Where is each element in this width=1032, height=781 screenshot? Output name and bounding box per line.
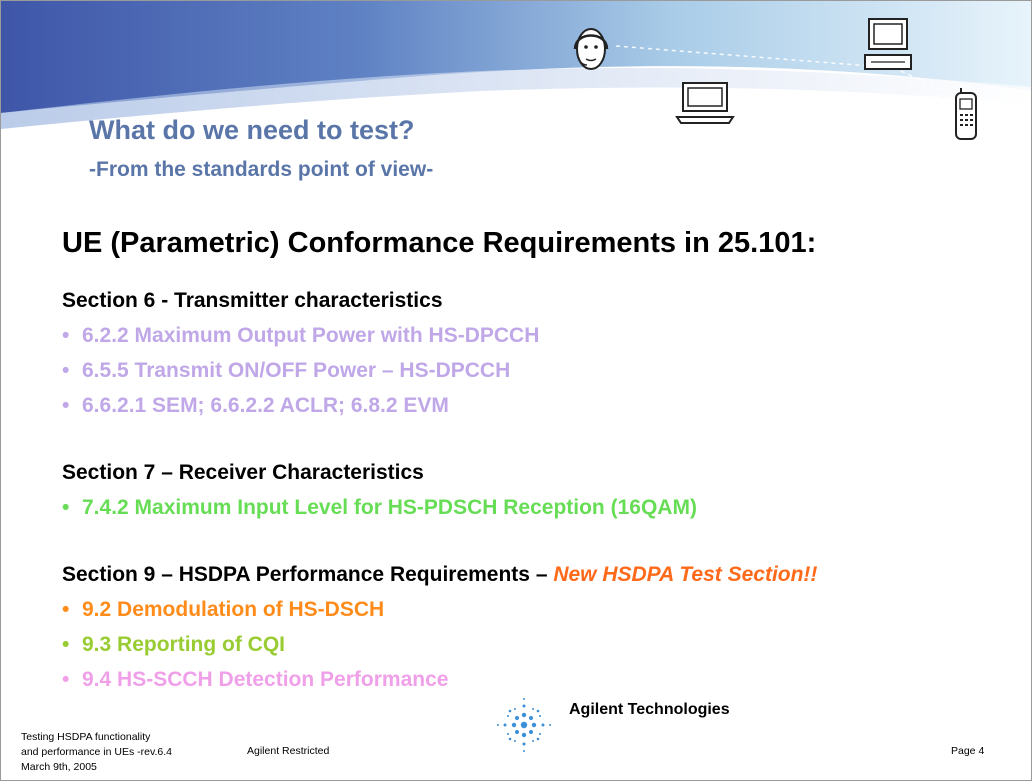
bullet-glyph: • xyxy=(62,633,70,656)
list-item: • 7.4.2 Maximum Input Level for HS-PDSCH … xyxy=(62,496,697,520)
header-banner xyxy=(1,1,1031,129)
list-item: • 6.2.2 Maximum Output Power with HS-DPCC… xyxy=(62,324,539,348)
footer-line: March 9th, 2005 xyxy=(21,761,97,773)
list-item-text: 7.4.2 Maximum Input Level for HS-PDSCH R… xyxy=(82,496,697,519)
bullet-glyph: • xyxy=(62,598,70,621)
section-6-title: Section 6 - Transmitter characteristics xyxy=(62,289,443,312)
bullet-glyph: • xyxy=(62,359,70,382)
list-item: • 6.6.2.1 SEM; 6.6.2.2 ACLR; 6.8.2 EVM xyxy=(62,394,449,418)
bullet-glyph: • xyxy=(62,394,70,417)
laptop-icon xyxy=(675,82,735,124)
list-item-text: 9.3 Reporting of CQI xyxy=(82,633,286,656)
footer-line: and performance in UEs -rev.6.4 xyxy=(21,746,172,758)
footer-restricted-label: Agilent Restricted xyxy=(247,745,330,757)
bullet-glyph: • xyxy=(62,324,70,347)
section-7-title: Section 7 – Receiver Characteristics xyxy=(62,461,424,484)
list-item: • 9.2 Demodulation of HS-DSCH xyxy=(62,598,384,622)
new-section-highlight: New HSDPA Test Section!! xyxy=(553,563,818,586)
bullet-glyph: • xyxy=(62,496,70,519)
desktop-computer-icon xyxy=(864,18,912,70)
list-item-text: 9.4 HS-SCCH Detection Performance xyxy=(82,668,449,691)
brand-name: Agilent Technologies xyxy=(569,701,730,718)
list-item-text: 9.2 Demodulation of HS-DSCH xyxy=(82,598,385,621)
list-item-text: 6.5.5 Transmit ON/OFF Power – HS-DPCCH xyxy=(82,359,511,382)
agilent-spark-logo-icon xyxy=(497,698,551,752)
list-item-text: 6.2.2 Maximum Output Power with HS-DPCCH xyxy=(82,324,540,347)
footer-line: Testing HSDPA functionality xyxy=(21,731,151,743)
person-headset-icon xyxy=(573,28,609,70)
list-item: • 6.5.5 Transmit ON/OFF Power – HS-DPCCH xyxy=(62,359,510,383)
page-number: Page 4 xyxy=(951,745,985,757)
mobile-phone-icon xyxy=(955,88,977,140)
slide-subtitle: -From the standards point of view- xyxy=(89,158,434,181)
section-9-title-text: Section 9 – HSDPA Performance Requiremen… xyxy=(62,563,554,586)
list-item: • 9.4 HS-SCCH Detection Performance xyxy=(62,668,448,692)
section-9-title: Section 9 – HSDPA Performance Requiremen… xyxy=(62,563,817,587)
bullet-glyph: • xyxy=(62,668,70,691)
list-item-text: 6.6.2.1 SEM; 6.6.2.2 ACLR; 6.8.2 EVM xyxy=(82,394,449,417)
main-heading: UE (Parametric) Conformance Requirements… xyxy=(62,227,817,259)
slide-title: What do we need to test? xyxy=(89,115,415,145)
list-item: • 9.3 Reporting of CQI xyxy=(62,633,285,657)
footer-document-info: Testing HSDPA functionality and performa… xyxy=(21,730,172,775)
